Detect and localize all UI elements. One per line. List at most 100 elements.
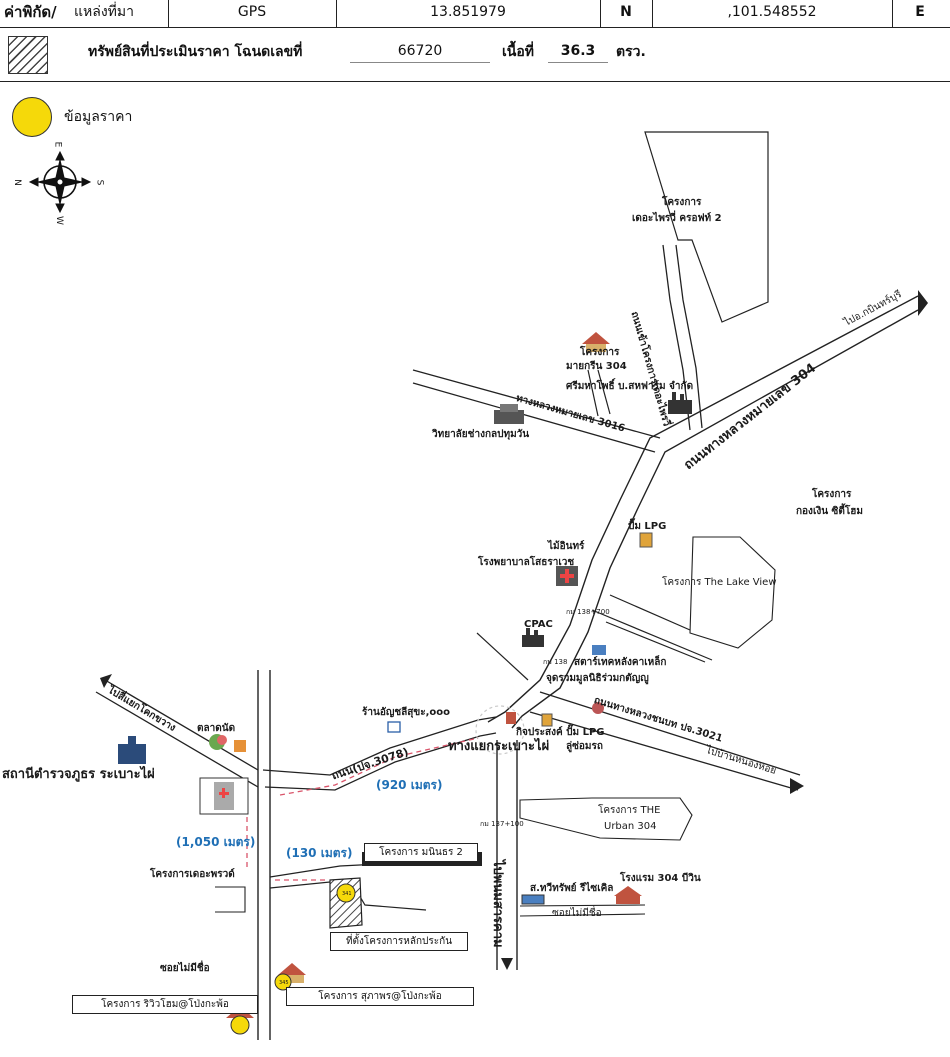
label-soi-right: ซอยไม่มีชื่อ	[552, 908, 602, 919]
latitude-value: 13.851979	[430, 4, 506, 20]
label-sri-maha: ศรีมหาโพธิ์ บ.สหฟาร์ม จำกัด	[566, 381, 694, 392]
compass-south: S	[94, 179, 105, 186]
house-icon-supaporn	[278, 963, 306, 983]
price-marker-subject	[336, 883, 356, 903]
urban-304-parcel	[519, 797, 693, 841]
marker-341-label: 341	[342, 891, 352, 897]
label-foundation: จุดรวมมูลนิธิร่วมกตัญญู	[546, 673, 649, 684]
area-label: เนื้อที่	[502, 44, 534, 60]
road-phanom-sarakham	[496, 740, 518, 970]
price-marker-supaporn	[274, 973, 292, 991]
label-hospital: โรงพยาบาลโสธราเวช	[478, 557, 575, 568]
arrow-to-nongyai-icon	[790, 778, 804, 794]
junction-marker	[475, 705, 525, 755]
recycle-shop-icon	[521, 894, 545, 905]
label-soi-left: ซอยไม่มีชื่อ	[160, 963, 210, 974]
distance-130: (130 เมตร)	[286, 846, 353, 860]
small-parcel	[215, 886, 246, 913]
subject-access-road	[269, 859, 481, 911]
compass-east: E	[52, 141, 63, 148]
price-marker-riverhome	[230, 1015, 250, 1035]
store-icon	[234, 740, 246, 752]
area-value: 36.3	[548, 43, 608, 63]
label-subject-box: ที่ตั้งโครงการหลักประกัน	[330, 932, 468, 951]
rural-road-3021	[529, 691, 801, 791]
hatched-swatch	[8, 36, 48, 74]
parcel-label: ทรัพย์สินที่ประเมินราคา โฉนดเลขที่	[88, 44, 303, 60]
area-unit: ตรว.	[616, 44, 646, 60]
house-icon-marina	[582, 332, 610, 352]
arrow-south-icon	[501, 958, 513, 970]
compass-icon	[28, 150, 92, 214]
label-project-privy-2: เดอะไพรวี่ ครอฟท์ 2	[632, 213, 722, 224]
lpg-pump-icon	[639, 532, 653, 548]
seven-eleven-icon	[506, 712, 516, 724]
longitude-value: ,101.548552	[727, 4, 817, 20]
label-marina-2: มายกรีน 304	[566, 361, 627, 372]
side-road-marina	[587, 369, 611, 417]
label-project-privy: โครงการ	[662, 197, 702, 208]
label-urban-1: โครงการ THE	[598, 805, 661, 816]
steel-shop-icon	[592, 645, 606, 655]
latitude-direction: N	[620, 4, 632, 20]
label-to-prachin: ไปพนมสารคาม	[490, 860, 505, 948]
compass-north: N	[11, 179, 22, 186]
header-divider	[892, 0, 893, 27]
label-kongngern-2: กองเงิน ซิตี้โฮม	[796, 506, 863, 517]
label-manintorn: โครงการ มนินธร 2	[364, 843, 478, 862]
label-police: สถานีตำรวจภูธร ระเบาะไผ่	[2, 767, 155, 782]
soi-no-name-right	[519, 904, 646, 917]
main-road-west	[257, 670, 271, 1040]
hotel-icon	[614, 886, 642, 904]
label-km-top: กม 138+700	[566, 608, 610, 616]
label-shop: ร้านอัญชลีสุขะ,ooo	[362, 707, 450, 718]
label-car-wash: ลู่ซ่อมรถ	[566, 741, 603, 752]
label-riverhome: โครงการ ริวิวโฮม@โป่งกะพ้อ	[72, 995, 258, 1014]
label-cpac: CPAC	[524, 619, 553, 630]
source-value: GPS	[237, 4, 267, 20]
label-trade: ส.ทวีทรัพย์ รีไซเคิล	[530, 883, 614, 894]
longitude-direction: E	[915, 4, 925, 20]
compass-west: W	[53, 216, 64, 225]
police-building-icon	[199, 777, 249, 815]
label-dapat: โครงการเดอะพรวด์	[150, 869, 235, 880]
car-wash-icon	[592, 702, 604, 714]
lakeview-parcel	[689, 536, 776, 649]
label-kit: กิจประสงค์ ปั๊ม LPG	[516, 727, 605, 738]
project-privy-parcel	[644, 131, 769, 323]
coordinate-header: ค่าพิกัด/ แหล่งที่มา GPS 13.851979 N ,10…	[0, 0, 950, 28]
hospital-icon	[556, 566, 578, 586]
kit-pump-icon	[541, 713, 553, 727]
label-kongngern-1: โครงการ	[812, 489, 852, 500]
label-maiinbul: ไม้อินทร์	[548, 541, 585, 552]
price-data-marker-icon	[12, 97, 52, 137]
highway-304	[487, 295, 919, 729]
header-divider	[168, 0, 169, 27]
label-college: วิทยาลัยช่างกลปทุมวัน	[432, 429, 530, 440]
label-marina-1: โครงการ	[580, 347, 620, 358]
market-icon	[209, 734, 227, 750]
label-hotel: โรงแรม 304 บีวิน	[620, 873, 701, 884]
label-lpg: ปั๊ม LPG	[628, 521, 667, 532]
coord-label: ค่าพิกัด/	[4, 3, 57, 21]
police-station-icon	[118, 736, 146, 764]
deed-number: 66720	[350, 43, 490, 63]
price-data-legend-label: ข้อมูลราคา	[64, 109, 133, 125]
marker-345-label: 345	[279, 980, 289, 986]
label-urban-2: Urban 304	[604, 821, 657, 832]
highway-3016	[412, 369, 661, 453]
distance-920: (920 เมตร)	[376, 778, 443, 792]
label-supaporn: โครงการ สุภาพร@โป่งกะพ้อ	[286, 987, 474, 1006]
source-label: แหล่งที่มา	[74, 4, 134, 20]
header-divider	[600, 0, 601, 27]
label-steel: สตาร์เทคหลังคาเหล็ก	[574, 657, 667, 668]
label-km-low: กม 137+100	[480, 820, 524, 828]
arrow-to-khok-icon	[100, 674, 112, 688]
shop-icon	[387, 721, 401, 733]
label-km-mid: กม 138	[543, 658, 568, 666]
road-to-khok	[95, 679, 259, 788]
factory-icon	[668, 392, 692, 414]
road-3078	[262, 716, 497, 791]
